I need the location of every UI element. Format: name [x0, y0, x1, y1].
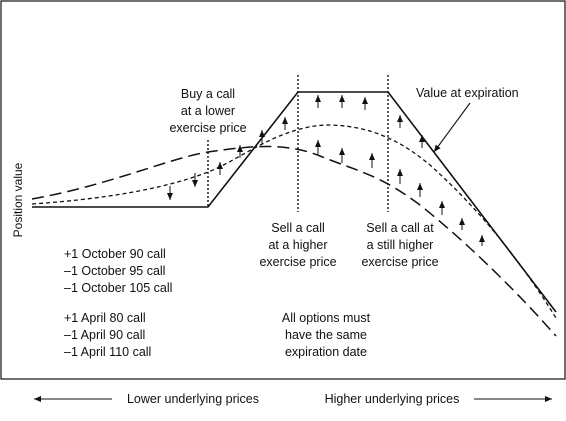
- value-change-arrows: [167, 95, 485, 246]
- sell-call-higher-label-2: at a higher: [268, 238, 327, 252]
- sell-call-higher-label-3: exercise price: [259, 255, 336, 269]
- buy-call-label-3: exercise price: [169, 121, 246, 135]
- position-line: +1 October 90 call: [64, 247, 166, 261]
- sell-call-still-higher-label-2: a still higher: [367, 238, 434, 252]
- position-line: –1 April 110 call: [64, 345, 151, 359]
- expiration-value-line: [32, 91, 557, 313]
- higher-prices-label: Higher underlying prices: [325, 392, 460, 406]
- position-line: +1 April 80 call: [64, 311, 146, 325]
- same-expiration-note-2: have the same: [285, 328, 367, 342]
- value-at-expiration-pointer: [433, 102, 471, 153]
- same-expiration-note-1: All options must: [282, 311, 371, 325]
- value-at-expiration-label: Value at expiration: [416, 86, 519, 100]
- short-dash-value-curve: [31, 124, 557, 319]
- position-line: –1 October 95 call: [64, 264, 165, 278]
- sell-call-still-higher-label-1: Sell a call at: [366, 221, 434, 235]
- same-expiration-note-3: expiration date: [285, 345, 367, 359]
- long-dash-value-curve: [31, 145, 557, 337]
- y-axis-label: Position value: [11, 162, 25, 237]
- buy-call-label-1: Buy a call: [181, 87, 235, 101]
- buy-call-label-2: at a lower: [181, 104, 235, 118]
- position-line: –1 April 90 call: [64, 328, 145, 342]
- sell-call-still-higher-label-3: exercise price: [361, 255, 438, 269]
- sell-call-higher-label-1: Sell a call: [271, 221, 325, 235]
- lower-prices-label: Lower underlying prices: [127, 392, 259, 406]
- position-line: –1 October 105 call: [64, 281, 172, 295]
- plot-frame: [0, 0, 566, 380]
